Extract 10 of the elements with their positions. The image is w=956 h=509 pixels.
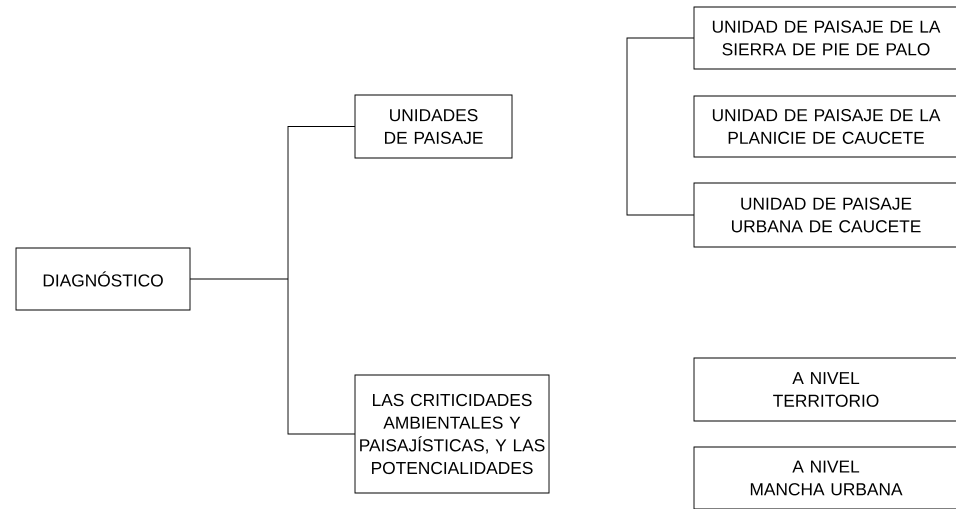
connector-line: [626, 38, 694, 216]
text-box: UNIDAD DE PAISAJE DE LA SIERRA DE PIE DE PALO: [694, 6, 956, 70]
text-box: LAS CRITICIDADES AMBIENTALES Y PAISAJÍSTICAS, Y LAS POTENCIALIDADES: [354, 374, 550, 494]
text-box: A NIVEL TERRITORIO: [694, 358, 956, 422]
text-box: DIAGNÓSTICO: [16, 248, 190, 310]
text-box: UNIDAD DE PAISAJE DE LA PLANICIE DE CAUCETE: [694, 96, 956, 158]
text-box: A NIVEL MANCHA URBANA: [694, 446, 956, 509]
text-box: UNIDAD DE PAISAJE URBANA DE CAUCETE: [694, 182, 956, 248]
text-box: UNIDADES DE PAISAJE: [354, 94, 512, 158]
connector-line: [190, 278, 355, 434]
